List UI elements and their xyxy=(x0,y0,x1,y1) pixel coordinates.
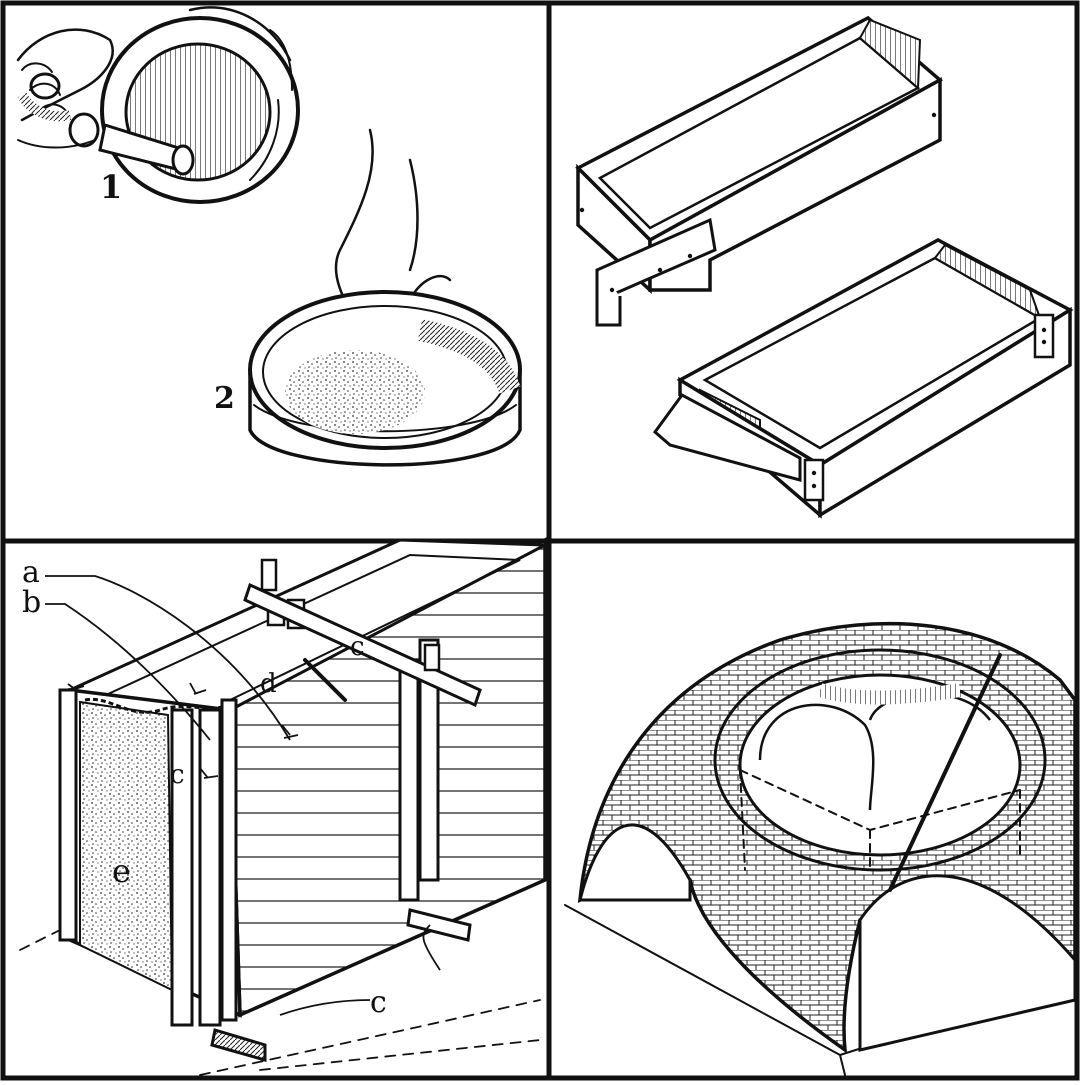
formwork-uprights xyxy=(58,598,440,1027)
label-a: a xyxy=(22,555,40,590)
label-b: b xyxy=(22,585,41,620)
crossbar-top xyxy=(243,582,482,708)
mortar-bowl xyxy=(100,6,300,204)
panel-brick-dome xyxy=(564,621,1077,1076)
step-1-label: 1 xyxy=(100,168,122,206)
label-e: e xyxy=(112,852,131,890)
brick-mould-with-handles xyxy=(652,238,1074,519)
brick-mould-with-handle xyxy=(575,15,944,327)
end-board-e xyxy=(79,700,174,992)
panel-grinding-sieving: 1 2 xyxy=(16,6,522,467)
label-c-middle: c xyxy=(170,760,185,790)
label-d: d xyxy=(260,669,277,699)
panel-brick-moulds xyxy=(575,15,1074,519)
rope-tie xyxy=(84,697,226,714)
hand-with-mortar xyxy=(16,28,114,149)
label-c-bottom: c xyxy=(370,985,387,1020)
sieve xyxy=(248,290,522,467)
panel-rammed-earth-formwork: a b c c c d e xyxy=(19,537,551,1076)
leader-lines xyxy=(45,575,441,1016)
step-2-label: 2 xyxy=(214,381,235,416)
pestle xyxy=(98,123,195,176)
label-c-top: c xyxy=(350,632,365,662)
